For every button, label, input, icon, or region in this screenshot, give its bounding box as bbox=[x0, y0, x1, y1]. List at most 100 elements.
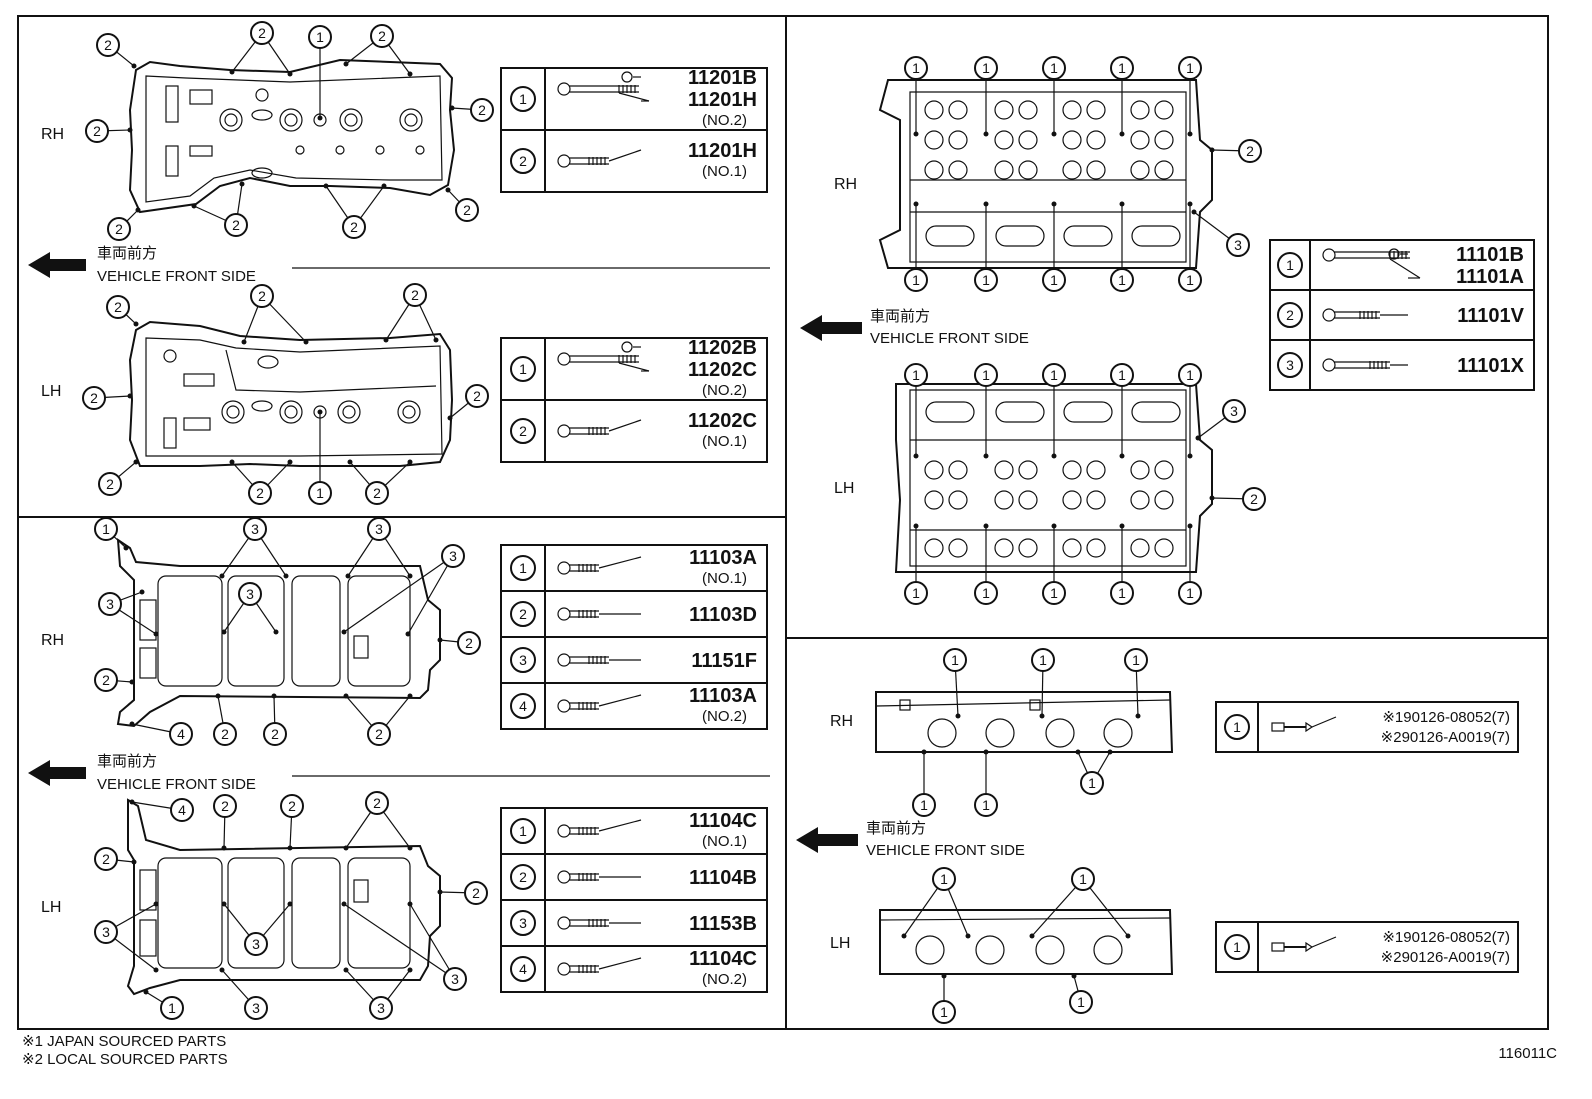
callout-number: 1 bbox=[1132, 652, 1140, 668]
callout-2: 2 bbox=[96, 33, 120, 57]
part-number: 11201H bbox=[688, 140, 757, 162]
rh-label-head: RH bbox=[834, 176, 857, 193]
callout-2: 2 bbox=[470, 98, 494, 122]
part-number: 11103D bbox=[689, 604, 757, 626]
callout-2: 2 bbox=[403, 283, 427, 307]
callout-1: 1 bbox=[1071, 867, 1095, 891]
callout-2: 2 bbox=[85, 119, 109, 143]
lh-label-side: LH bbox=[830, 935, 850, 952]
ref-number: 1 bbox=[519, 91, 527, 107]
callout-2: 2 bbox=[455, 198, 479, 222]
footnote-local-sourced: ※2 LOCAL SOURCED PARTS bbox=[22, 1051, 228, 1068]
callout-number: 1 bbox=[1118, 60, 1126, 76]
callout-number: 3 bbox=[375, 521, 383, 537]
front-jp-text: 車両前方 bbox=[97, 244, 157, 262]
callout-1: 1 bbox=[1042, 268, 1066, 292]
callout-2: 2 bbox=[98, 472, 122, 496]
callout-number: 2 bbox=[288, 798, 296, 814]
callout-number: 2 bbox=[1246, 143, 1254, 159]
callout-number: 3 bbox=[252, 1000, 260, 1016]
callout-number: 1 bbox=[316, 29, 324, 45]
callout-2: 2 bbox=[465, 384, 489, 408]
part-note: (NO.1) bbox=[702, 163, 747, 180]
part-number: ※290126-A0019(7) bbox=[1381, 949, 1510, 966]
parts-row: 2 11201H(NO.1) bbox=[510, 140, 757, 180]
callout-number: 1 bbox=[1118, 585, 1126, 601]
figure-code: 116011C bbox=[1498, 1045, 1557, 1062]
callout-1: 1 bbox=[1080, 771, 1104, 795]
front-jp-text: 車両前方 bbox=[870, 307, 930, 325]
callout-3: 3 bbox=[369, 996, 393, 1020]
callout-2: 2 bbox=[457, 631, 481, 655]
callout-number: 2 bbox=[256, 485, 264, 501]
callout-number: 3 bbox=[1234, 237, 1242, 253]
callout-2: 2 bbox=[365, 791, 389, 815]
callout-1: 1 bbox=[904, 363, 928, 387]
callout-1: 1 bbox=[1031, 648, 1055, 672]
callout-number: 1 bbox=[1186, 367, 1194, 383]
callout-1: 1 bbox=[1110, 268, 1134, 292]
callout-4: 4 bbox=[170, 798, 194, 822]
callout-number: 1 bbox=[1088, 775, 1096, 791]
part-note: (NO.1) bbox=[702, 833, 747, 850]
part-number: 11101A bbox=[1456, 266, 1524, 288]
callout-number: 2 bbox=[473, 388, 481, 404]
callout-number: 1 bbox=[1039, 652, 1047, 668]
part-number: 11101V bbox=[1457, 305, 1524, 327]
callout-number: 2 bbox=[221, 726, 229, 742]
callout-number: 2 bbox=[472, 885, 480, 901]
callout-number: 2 bbox=[114, 299, 122, 315]
callout-number: 1 bbox=[102, 521, 110, 537]
callout-number: 1 bbox=[1186, 272, 1194, 288]
front-en-text: VEHICLE FRONT SIDE bbox=[870, 330, 1029, 347]
callout-number: 4 bbox=[178, 802, 186, 818]
part-note: (NO.1) bbox=[702, 433, 747, 450]
part-number: 11151F bbox=[691, 650, 757, 672]
callout-2: 2 bbox=[106, 295, 130, 319]
callout-2: 2 bbox=[464, 881, 488, 905]
callout-1: 1 bbox=[932, 867, 956, 891]
callout-number: 1 bbox=[982, 367, 990, 383]
lh-label-housing: LH bbox=[41, 899, 61, 916]
callout-number: 2 bbox=[373, 795, 381, 811]
callout-number: 1 bbox=[912, 272, 920, 288]
callout-1: 1 bbox=[308, 481, 332, 505]
arrow-left-icon bbox=[796, 827, 858, 853]
callout-number: 2 bbox=[378, 28, 386, 44]
ref-number: 2 bbox=[519, 153, 527, 169]
callout-1: 1 bbox=[974, 793, 998, 817]
callout-number: 4 bbox=[177, 726, 185, 742]
callout-number: 3 bbox=[251, 521, 259, 537]
callout-number: 1 bbox=[1050, 272, 1058, 288]
ref-number: 2 bbox=[519, 423, 527, 439]
callout-number: 3 bbox=[449, 548, 457, 564]
front-jp-text: 車両前方 bbox=[866, 819, 926, 837]
rh-label-housing: RH bbox=[41, 632, 64, 649]
front-en-text: VEHICLE FRONT SIDE bbox=[97, 268, 256, 285]
part-number: 11103A bbox=[689, 685, 757, 707]
callout-number: 2 bbox=[102, 851, 110, 867]
part-number: 11202C bbox=[688, 410, 757, 432]
part-number: ※290126-A0019(7) bbox=[1381, 729, 1510, 746]
head-side-rh-drawing bbox=[875, 691, 1174, 753]
callout-3: 3 bbox=[238, 582, 262, 606]
callout-number: 1 bbox=[982, 797, 990, 813]
footnote-japan-sourced: ※1 JAPAN SOURCED PARTS bbox=[22, 1033, 226, 1050]
callout-number: 3 bbox=[1230, 403, 1238, 419]
part-note: (NO.2) bbox=[702, 112, 747, 129]
callout-2: 2 bbox=[342, 215, 366, 239]
front-jp-text: 車両前方 bbox=[97, 752, 157, 770]
cylinder-head-rh-drawing bbox=[878, 79, 1213, 269]
callout-3: 3 bbox=[243, 517, 267, 541]
lh-label-cover: LH bbox=[41, 383, 61, 400]
callout-number: 2 bbox=[350, 219, 358, 235]
callout-3: 3 bbox=[244, 996, 268, 1020]
part-note: (NO.2) bbox=[702, 382, 747, 399]
callout-number: 2 bbox=[463, 202, 471, 218]
